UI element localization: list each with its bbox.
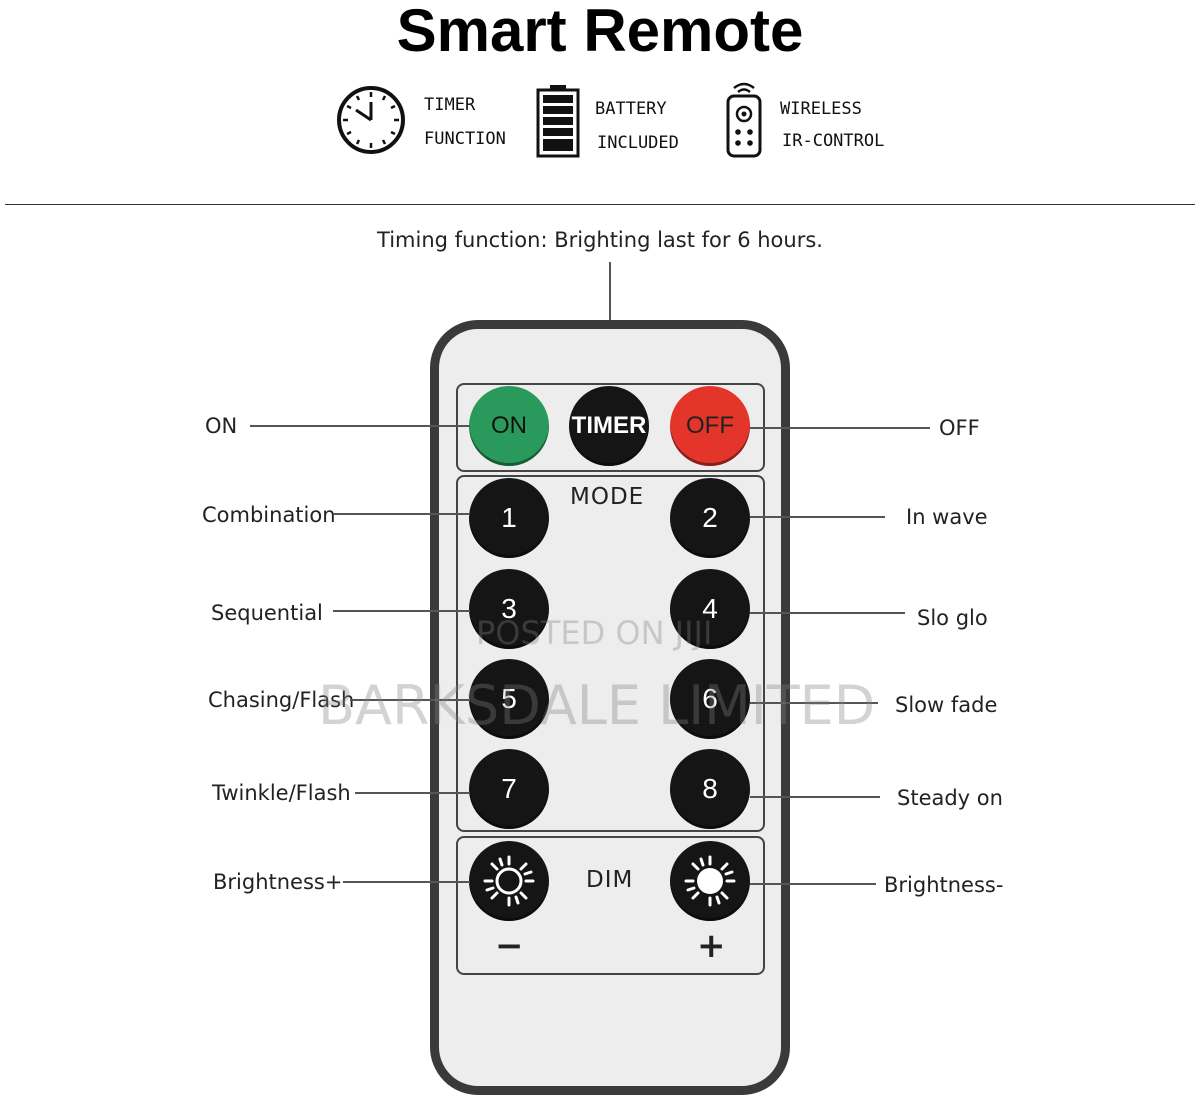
dim-plus-sign: +	[697, 926, 726, 966]
mode-panel	[456, 475, 765, 832]
label-brightness-plus: Brightness+	[213, 870, 343, 894]
clock-icon	[337, 86, 405, 154]
feature-battery-line2: INCLUDED	[597, 133, 679, 153]
feature-timer-line2: FUNCTION	[424, 129, 506, 149]
feature-battery: BATTERY INCLUDED	[536, 84, 706, 158]
callout-line-8	[750, 796, 880, 798]
feature-battery-line1: BATTERY	[595, 99, 667, 119]
label-chasing-flash: Chasing/Flash	[208, 688, 355, 712]
dim-minus-sign: −	[495, 926, 524, 966]
mode-button-7[interactable]: 7	[469, 749, 549, 829]
callout-line-3	[333, 610, 470, 612]
callout-line-on	[250, 425, 470, 427]
feature-wireless: WIRELESS IR-CONTROL	[724, 78, 894, 158]
label-sequential: Sequential	[211, 601, 323, 625]
label-slow-fade: Slow fade	[895, 693, 998, 717]
label-in-wave: In wave	[906, 505, 988, 529]
mode-button-1[interactable]: 1	[469, 478, 549, 558]
mode-button-2[interactable]: 2	[670, 478, 750, 558]
timer-button[interactable]: TIMER	[569, 386, 649, 466]
page-title: Smart Remote	[396, 0, 804, 64]
label-combination: Combination	[202, 503, 336, 527]
on-button[interactable]: ON	[469, 386, 549, 466]
feature-timer-line1: TIMER	[424, 95, 476, 115]
mode-button-4[interactable]: 4	[670, 569, 750, 649]
label-off: OFF	[939, 416, 980, 440]
callout-line-6	[750, 702, 878, 704]
mode-title: MODE	[570, 484, 645, 510]
brightness-plus-button[interactable]	[469, 841, 549, 921]
mode-button-8[interactable]: 8	[670, 749, 750, 829]
mode-button-3[interactable]: 3	[469, 569, 549, 649]
callout-line-2	[750, 516, 885, 518]
label-slo-glo: Slo glo	[917, 606, 988, 630]
watermark-line2: BARKSDALE LIMITED	[318, 674, 876, 737]
feature-wireless-line1: WIRELESS	[780, 99, 862, 119]
brightness-minus-button[interactable]	[670, 841, 750, 921]
feature-wireless-line2: IR-CONTROL	[782, 131, 885, 151]
callout-line-5	[350, 699, 470, 701]
callout-line-7	[355, 792, 470, 794]
off-button[interactable]: OFF	[670, 386, 750, 466]
label-steady-on: Steady on	[897, 786, 1003, 810]
feature-timer: TIMER FUNCTION	[334, 84, 524, 158]
sun-filled-icon	[684, 855, 736, 907]
callout-line-bright-minus	[750, 883, 876, 885]
callout-line-4	[750, 612, 905, 614]
dim-title: DIM	[586, 867, 634, 893]
label-twinkle-flash: Twinkle/Flash	[212, 781, 351, 805]
timing-caption: Timing function: Brighting last for 6 ho…	[377, 228, 823, 252]
dim-panel	[456, 836, 765, 975]
callout-line-bright-plus	[343, 881, 470, 883]
battery-icon	[536, 85, 580, 158]
sun-outline-icon	[483, 855, 535, 907]
mode-button-6[interactable]: 6	[670, 659, 750, 739]
label-brightness-minus: Brightness-	[884, 873, 1004, 897]
mode-button-5[interactable]: 5	[469, 659, 549, 739]
watermark-line1: POSTED ON JIJI	[476, 614, 713, 652]
remote-control-icon	[726, 82, 762, 158]
callout-line-1	[333, 513, 470, 515]
callout-line-off	[750, 427, 930, 429]
label-on: ON	[205, 414, 238, 438]
header-divider	[5, 204, 1195, 205]
